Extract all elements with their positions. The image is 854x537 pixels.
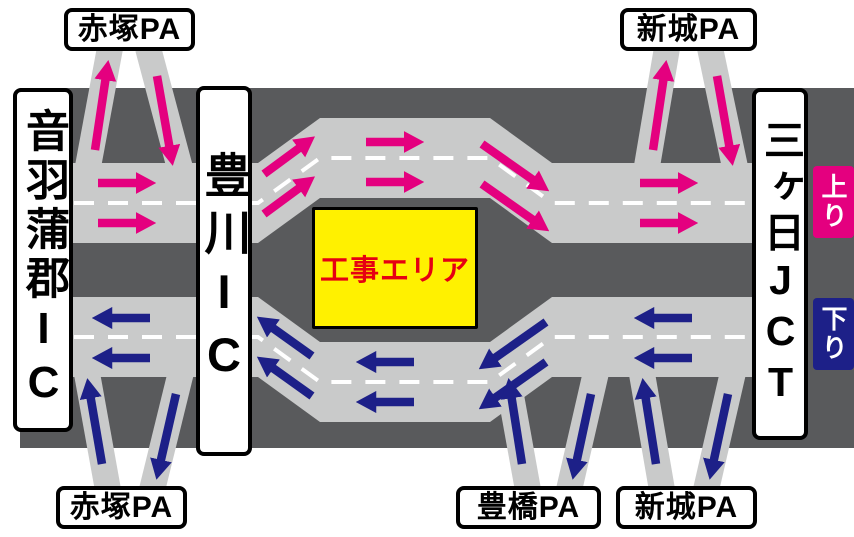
down-ramp-arrow [566,393,596,480]
label-akatsuka-pa-top: 赤塚PA [64,8,195,51]
up-arrow [261,136,316,178]
down-arrow [478,318,549,370]
up-traffic-arrows [90,60,741,235]
down-arrow [256,356,315,400]
up-ramp-arrow [712,75,741,166]
down-arrow [256,316,315,360]
label-shinshiro-pa-bottom: 新城PA [616,486,757,529]
up-arrow [261,176,316,218]
up-arrow [479,180,550,232]
direction-tag-down: 下り [813,298,854,370]
label-mikkabi-jct: 三ヶ日JCT [752,88,808,440]
down-ramp-arrow [150,393,181,480]
down-ramp-arrow [79,378,107,465]
up-ramp-arrow [152,75,181,166]
down-traffic-arrows [79,306,733,480]
label-shinshiro-pa-top: 新城PA [620,8,757,51]
label-otowa-gamagori-ic: 音羽蒲郡IC [13,88,73,432]
down-ramp-arrow [634,378,661,465]
label-akatsuka-pa-bottom: 赤塚PA [56,486,187,529]
up-ramp-arrow [90,60,117,151]
up-ramp-arrow [648,60,675,151]
down-ramp-arrow [500,378,527,465]
up-arrow [479,140,550,192]
down-ramp-arrow [703,393,733,480]
construction-area-box: 工事エリア [312,207,478,329]
label-toyokawa-ic: 豊川IC [196,86,252,456]
label-toyohashi-pa-bottom: 豊橋PA [456,486,601,529]
direction-tag-up: 上り [813,166,854,238]
